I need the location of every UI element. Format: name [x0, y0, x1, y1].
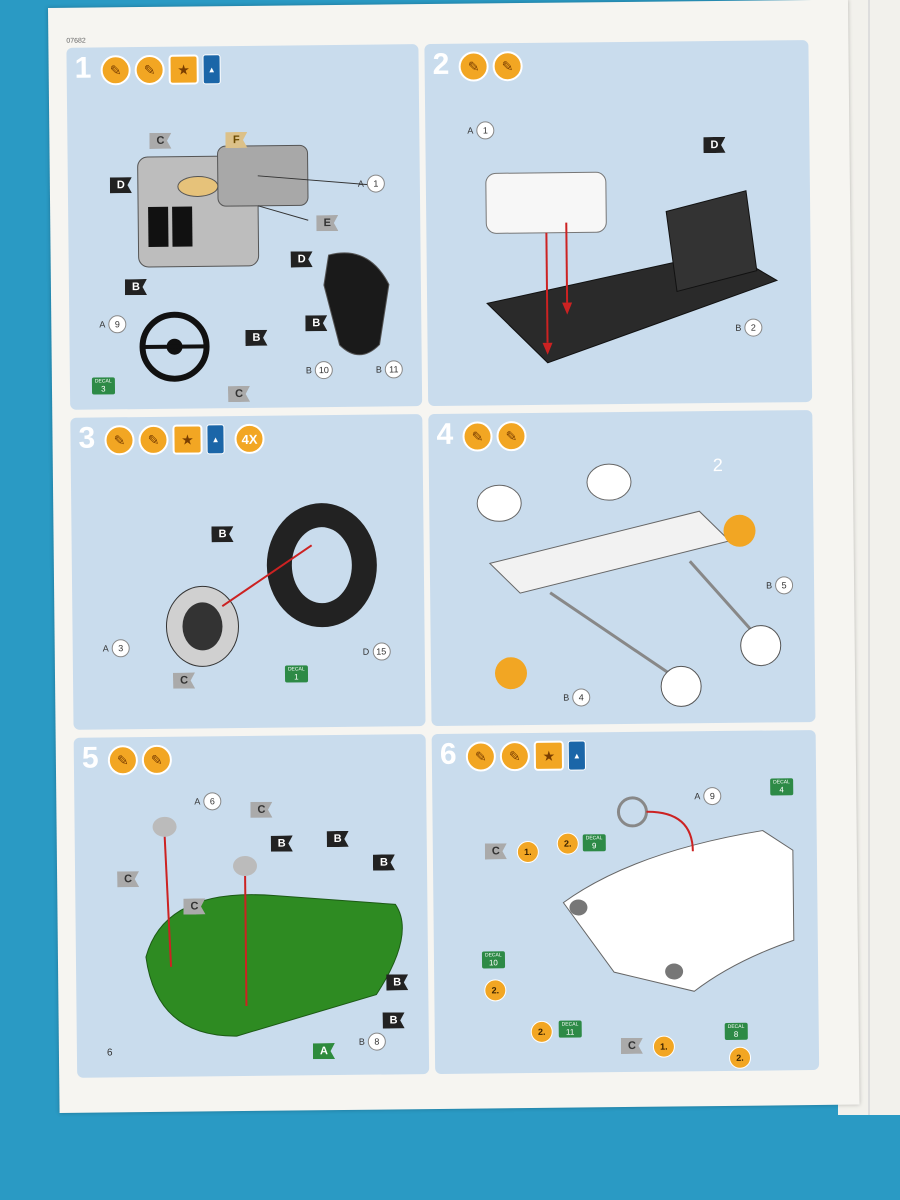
interior-tub-illustration [74, 734, 430, 1078]
suspension-illustration [428, 410, 815, 726]
order-badge: 2. [531, 1021, 553, 1043]
engine-seat-illustration [66, 44, 422, 410]
part-label-2: 2 [713, 455, 723, 476]
order-badge: 1. [653, 1035, 675, 1057]
body-shell-illustration [432, 730, 820, 1074]
order-badge: 2. [729, 1047, 751, 1069]
order-badge: 2. [484, 979, 506, 1001]
wheel-illustration [70, 414, 425, 730]
order-badge: 1. [517, 841, 539, 863]
page-number: 6 [107, 1047, 113, 1058]
kit-code: 07682 [66, 38, 86, 45]
chassis-illustration [424, 40, 812, 406]
order-badge: 2. [557, 832, 579, 854]
fold-line [868, 0, 870, 1115]
